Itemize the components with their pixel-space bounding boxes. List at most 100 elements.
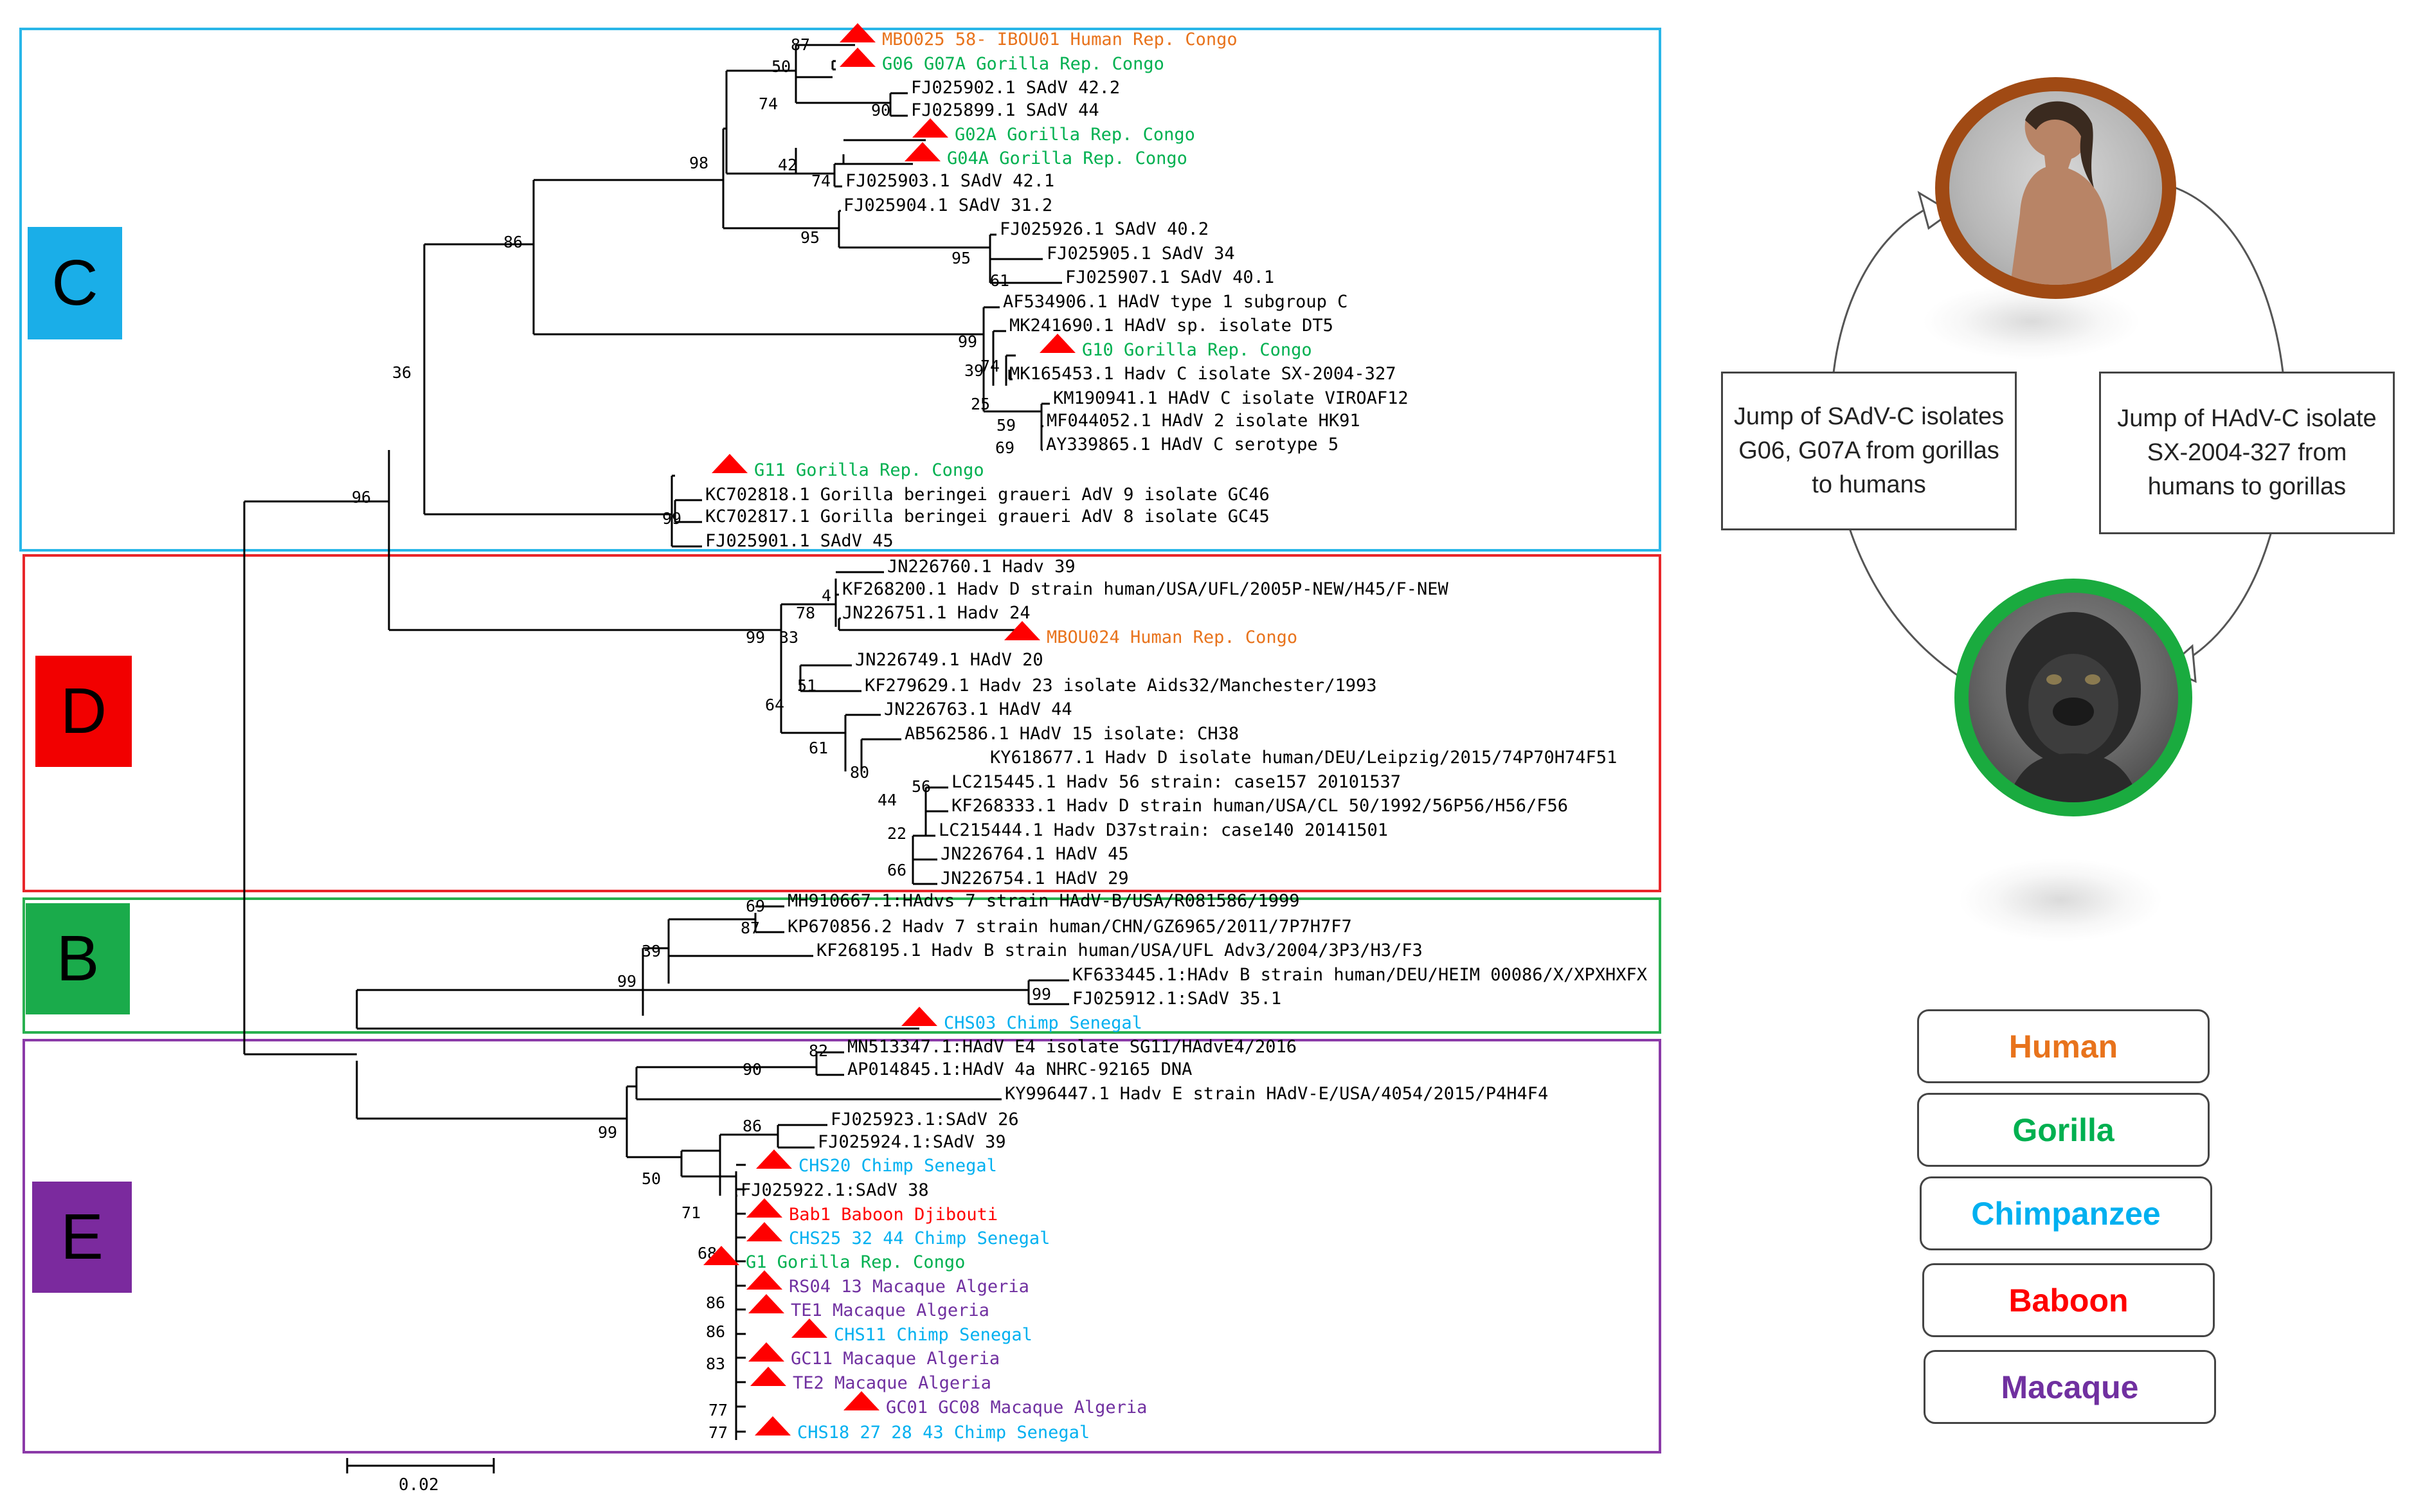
- bootstrap-value: 99: [598, 1123, 617, 1142]
- gorilla-shadow: [1958, 858, 2163, 942]
- leaf-label: FJ025904.1 SAdV 31.2: [843, 195, 1052, 215]
- leaf-label: KC702817.1 Gorilla beringei graueri AdV …: [705, 507, 1270, 526]
- bootstrap-value: 22: [887, 824, 906, 843]
- host-marker-triangle: [756, 1149, 792, 1169]
- host-marker-triangle: [791, 1318, 827, 1338]
- clade-label-d: D: [35, 656, 132, 767]
- leaf-label: KF268333.1 Hadv D strain human/USA/CL 50…: [951, 796, 1568, 816]
- host-marker-triangle: [712, 454, 748, 473]
- host-marker-triangle: [843, 1391, 879, 1410]
- leaf-label: MBO025 58- IBOU01 Human Rep. Congo: [882, 30, 1238, 50]
- leaf-label: RS04 13 Macaque Algeria: [789, 1277, 1029, 1297]
- clade-label-e: E: [32, 1182, 132, 1293]
- host-marker-triangle: [905, 142, 941, 161]
- leaf-label: TE1 Macaque Algeria: [791, 1300, 989, 1320]
- bootstrap-value: 61: [809, 739, 828, 757]
- human-figure-icon: [2010, 101, 2113, 285]
- leaf-label: FJ025923.1:SAdV 26: [831, 1110, 1019, 1130]
- bootstrap-value: 99: [746, 628, 765, 647]
- leaf-label: KY996447.1 Hadv E strain HAdV-E/USA/4054…: [1005, 1084, 1548, 1104]
- leaf-label: GC01 GC08 Macaque Algeria: [886, 1398, 1147, 1418]
- bootstrap-value: 74: [980, 357, 1000, 375]
- leaf-label: FJ025912.1:SAdV 35.1: [1072, 989, 1281, 1009]
- leaf-label: MH910667.1:HAdvs 7 strain HAdV-B/USA/R08…: [788, 891, 1300, 911]
- bootstrap-value: 50: [642, 1169, 661, 1188]
- leaf-label: FJ025901.1 SAdV 45: [705, 531, 894, 551]
- leaf-label: GC11 Macaque Algeria: [791, 1349, 1000, 1369]
- leaf-label: TE2 Macaque Algeria: [793, 1373, 991, 1393]
- leaf-label: MF044052.1 HAdV 2 isolate HK91: [1047, 411, 1360, 431]
- legend-human: Human: [1917, 1009, 2210, 1083]
- bootstrap-value: 86: [706, 1293, 725, 1312]
- leaf-label: KF279629.1 Hadv 23 isolate Aids32/Manche…: [865, 676, 1377, 696]
- legend-baboon: Baboon: [1922, 1263, 2215, 1337]
- clade-box-d: [23, 554, 1661, 892]
- leaf-label: JN226764.1 HAdV 45: [941, 844, 1129, 864]
- clade-box-b: [23, 897, 1661, 1034]
- bootstrap-value: 74: [811, 172, 831, 190]
- bootstrap-value: 4: [822, 586, 831, 605]
- leaf-label: AP014845.1:HAdV 4a NHRC-92165 DNA: [847, 1059, 1192, 1079]
- bootstrap-value: 77: [708, 1401, 728, 1419]
- bootstrap-value: 90: [743, 1060, 762, 1079]
- bootstrap-value: 50: [771, 57, 791, 76]
- leaf-label: FJ025902.1 SAdV 42.2: [911, 78, 1120, 98]
- leaf-label: FJ025922.1:SAdV 38: [741, 1180, 929, 1200]
- leaf-label: FJ025907.1 SAdV 40.1: [1065, 267, 1274, 287]
- bootstrap-value: 83: [706, 1354, 725, 1373]
- host-marker-triangle: [901, 1007, 937, 1026]
- leaf-label: KF268195.1 Hadv B strain human/USA/UFL A…: [816, 941, 1423, 960]
- bootstrap-value: 71: [681, 1203, 701, 1222]
- clade-box-e: [23, 1039, 1661, 1454]
- leaf-label: KF268200.1 Hadv D strain human/USA/UFL/2…: [842, 579, 1449, 599]
- host-marker-triangle: [755, 1416, 791, 1436]
- bootstrap-value: 90: [871, 101, 890, 120]
- leaf-label: KM190941.1 HAdV C isolate VIROAF12: [1053, 388, 1409, 408]
- callout-gorilla-to-human: Jump of SAdV-C isolates G06, G07A from g…: [1721, 372, 2017, 530]
- bootstrap-value: 61: [990, 271, 1009, 290]
- leaf-label: KP670856.2 Hadv 7 strain human/CHN/GZ696…: [788, 917, 1352, 937]
- leaf-label: CHS25 32 44 Chimp Senegal: [789, 1228, 1050, 1248]
- host-marker-triangle: [703, 1246, 739, 1265]
- leaf-label: MK165453.1 Hadv C isolate SX-2004-327: [1009, 364, 1396, 384]
- leaf-label: JN226754.1 HAdV 29: [941, 869, 1129, 888]
- bootstrap-value: 74: [759, 94, 778, 113]
- leaf-label: FJ025905.1 SAdV 34: [1047, 244, 1235, 264]
- bootstrap-value: 59: [996, 416, 1016, 435]
- bootstrap-value: 87: [791, 35, 810, 54]
- clade-label-c: C: [28, 227, 122, 339]
- bootstrap-value: 78: [796, 604, 815, 622]
- bootstrap-value: 39: [964, 361, 984, 380]
- bootstrap-value: 36: [392, 363, 411, 382]
- leaf-label: JN226749.1 HAdV 20: [855, 650, 1043, 670]
- clade-label-b: B: [26, 903, 130, 1014]
- legend-chimpanzee: Chimpanzee: [1920, 1176, 2212, 1250]
- bootstrap-value: 99: [662, 509, 681, 528]
- bootstrap-value: 39: [642, 942, 661, 960]
- host-marker-triangle: [1040, 334, 1076, 353]
- legend-gorilla: Gorilla: [1917, 1093, 2210, 1167]
- leaf-label: G11 Gorilla Rep. Congo: [754, 460, 984, 480]
- leaf-label: JN226751.1 Hadv 24: [842, 603, 1031, 623]
- bootstrap-value: 80: [850, 763, 869, 782]
- host-marker-triangle: [912, 118, 948, 138]
- host-marker-triangle: [748, 1294, 784, 1313]
- gorilla-portrait: [1954, 579, 2192, 816]
- scale-bar: 0.02: [346, 1458, 495, 1495]
- leaf-label: G02A Gorilla Rep. Congo: [955, 125, 1195, 145]
- leaf-label: G04A Gorilla Rep. Congo: [947, 148, 1187, 168]
- bootstrap-value: 42: [778, 156, 797, 174]
- bootstrap-value: 25: [971, 395, 990, 413]
- host-marker-triangle: [1004, 621, 1040, 640]
- bootstrap-value: 87: [741, 919, 760, 937]
- tree-branches: [243, 44, 1069, 1440]
- bootstrap-value: 82: [809, 1041, 828, 1060]
- bootstrap-value: 33: [779, 628, 798, 647]
- host-marker-triangle: [748, 1342, 784, 1362]
- leaf-label: FJ025903.1 SAdV 42.1: [845, 171, 1054, 191]
- leaf-label: G06 G07A Gorilla Rep. Congo: [882, 54, 1164, 74]
- leaf-label: LC215444.1 Hadv D37strain: case140 20141…: [939, 820, 1388, 840]
- host-marker-triangle: [746, 1198, 782, 1218]
